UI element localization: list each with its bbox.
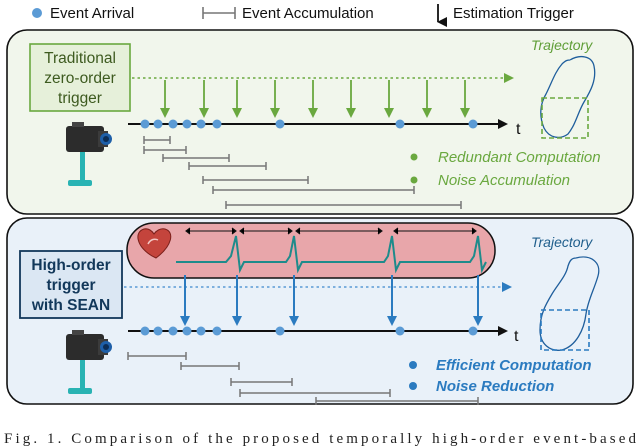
event-dot xyxy=(168,119,178,129)
note-bullet xyxy=(410,153,418,161)
note-bullet xyxy=(410,176,418,184)
high-order-label-line2: trigger xyxy=(46,277,95,294)
event-accumulation-legend-icon xyxy=(202,7,236,19)
event-dot xyxy=(168,326,178,336)
event-camera-icon xyxy=(66,122,112,186)
bottom-trajectory-label: Trajectory xyxy=(531,234,593,250)
top-trajectory-label: Trajectory xyxy=(531,37,593,53)
high-order-label-line3: with SEAN xyxy=(31,297,110,314)
bottom-axis-label: t xyxy=(514,328,519,345)
bottom-trajectory-zoom-box xyxy=(540,309,590,351)
note-bullet xyxy=(409,382,417,390)
event-dot xyxy=(468,326,478,336)
ecg-band xyxy=(126,222,496,279)
event-dot xyxy=(468,119,478,129)
efficient-computation-note: Efficient Computation xyxy=(436,357,592,374)
bottom-trajectory-curve xyxy=(539,256,600,351)
top-trigger-arrows xyxy=(160,80,470,118)
high-order-trigger-box xyxy=(19,250,123,319)
zero-order-trigger-box xyxy=(29,43,131,112)
top-panel-frame xyxy=(6,29,634,215)
top-notes: Redundant Computation Noise Accumulation xyxy=(410,149,601,189)
top-axis-label: t xyxy=(516,121,521,138)
event-dot xyxy=(196,119,206,129)
event-dot xyxy=(275,326,285,336)
legend-event-accumulation: Event Accumulation xyxy=(242,5,374,22)
noise-accumulation-note: Noise Accumulation xyxy=(438,172,570,189)
event-dot xyxy=(275,119,285,129)
event-dot xyxy=(182,326,192,336)
bottom-notes: Efficient Computation Noise Reduction xyxy=(409,357,592,395)
legend-event-arrival: Event Arrival xyxy=(50,5,134,22)
event-dot xyxy=(395,326,405,336)
ecg-waveform-icon xyxy=(176,235,487,274)
event-dot xyxy=(140,326,150,336)
bottom-trigger-arrows xyxy=(180,275,483,326)
event-dot xyxy=(153,326,163,336)
event-dot xyxy=(212,119,222,129)
zero-order-label-line3: trigger xyxy=(58,90,102,107)
event-dot xyxy=(212,326,222,336)
noise-reduction-note: Noise Reduction xyxy=(436,378,554,395)
top-panel: Traditional zero-order trigger t xyxy=(6,29,634,215)
event-dot xyxy=(153,119,163,129)
legend: Event Arrival Event Accumulation Estimat… xyxy=(32,4,574,27)
ecg-interval-arrows xyxy=(185,227,477,235)
figure-caption: Fig. 1. Comparison of the proposed tempo… xyxy=(4,431,636,446)
zero-order-label-line1: Traditional xyxy=(44,50,116,67)
high-order-label-line1: High-order xyxy=(31,257,110,274)
event-dot xyxy=(182,119,192,129)
bottom-accumulation-windows xyxy=(127,352,479,405)
bottom-event-dots xyxy=(140,326,478,336)
top-trajectory-curve xyxy=(540,55,596,139)
event-dot xyxy=(196,326,206,336)
heart-icon xyxy=(137,228,172,259)
bottom-panel: High-order trigger with SEAN t xyxy=(6,217,634,405)
top-event-dots xyxy=(140,119,478,129)
event-dot xyxy=(395,119,405,129)
redundant-computation-note: Redundant Computation xyxy=(438,149,601,166)
top-trajectory-zoom-box xyxy=(541,97,589,139)
top-accumulation-windows xyxy=(143,136,462,209)
event-dot xyxy=(140,119,150,129)
zero-order-label-line2: zero-order xyxy=(44,70,116,87)
event-camera-icon xyxy=(66,330,112,394)
note-bullet xyxy=(409,361,417,369)
legend-estimation-trigger: Estimation Trigger xyxy=(453,5,574,22)
event-arrival-legend-dot xyxy=(32,8,42,18)
